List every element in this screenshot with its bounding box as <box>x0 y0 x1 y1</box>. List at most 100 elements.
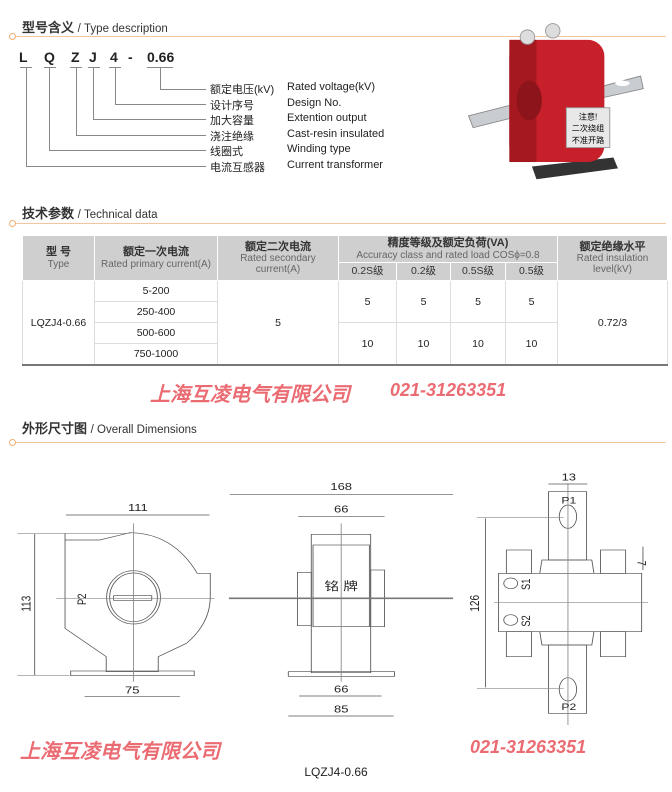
table-row: LQZJ4-0.66 5-200 5 5 5 5 5 0.72/3 <box>22 280 668 366</box>
product-photo: 注意! 二次绕组 不准开路 <box>467 23 644 180</box>
header-cn: 额定一次电流 <box>123 246 189 259</box>
title-cn: 外形尺寸图 <box>22 421 88 436</box>
code-letter: Z <box>71 49 80 65</box>
divider-dot <box>9 33 16 40</box>
header-class: 0.5S级 <box>450 262 506 281</box>
cell-load: 10 <box>338 322 397 366</box>
meaning-en: Design No. <box>287 97 342 109</box>
code-letter: 0.66 <box>147 49 175 65</box>
header-en: Type <box>47 258 70 270</box>
technical-data-title: 技术参数 / Technical data <box>22 203 158 222</box>
code-letter: - <box>128 49 133 65</box>
table-row: 250-400 <box>23 301 668 323</box>
terminal-s2: S2 <box>520 615 533 626</box>
terminal-p1: P1 <box>561 496 576 506</box>
meaning-cn: 电流互感器 <box>210 162 265 174</box>
dim-slot: 13 <box>562 472 576 483</box>
cell-primary: 750-1000 <box>94 343 218 366</box>
warning-label <box>565 107 611 148</box>
cell-primary: 250-400 <box>94 301 218 323</box>
divider-dot <box>9 220 16 227</box>
dim-base: 85 <box>334 704 348 715</box>
header-cn: 精度等级及额定负荷(VA) <box>387 237 509 250</box>
drawing-caption: LQZJ4-0.66 <box>304 765 368 779</box>
meaning-en: Rated voltage(kV) <box>287 81 376 93</box>
header-cn: 额定绝缘水平 <box>579 240 646 253</box>
header-cn: 额定二次电流 <box>245 240 311 253</box>
side-view-drawing: 168 66 66 85 铭 牌 <box>228 481 454 717</box>
header-accuracy: 精度等级及额定负荷(VA)Accuracy class and rated lo… <box>338 235 558 263</box>
header-cn: 型 号 <box>45 246 72 259</box>
cell-load: 10 <box>505 322 558 366</box>
dim-base-inner: 66 <box>334 684 348 695</box>
header-en: Rated insulation level(kV) <box>576 253 649 276</box>
code-letter: 4 <box>110 49 118 65</box>
warning-text: 不准开路 <box>572 135 605 145</box>
dimension-drawings: 111 113 75 P2 168 66 66 85 铭 牌 13 126 7 … <box>17 472 649 725</box>
divider <box>12 223 666 224</box>
meaning-cn: 加大容量 <box>210 115 254 127</box>
cell-primary: 5-200 <box>94 280 218 302</box>
divider-dot <box>9 439 16 446</box>
cell-load: 5 <box>338 280 397 323</box>
title-en: / Overall Dimensions <box>90 424 197 436</box>
divider <box>12 36 666 37</box>
meaning-en: Current transformer <box>287 159 383 171</box>
leader-line <box>49 67 206 151</box>
dimensions-title: 外形尺寸图 / Overall Dimensions <box>22 418 197 437</box>
divider <box>12 442 666 443</box>
front-view-drawing: 111 113 75 P2 <box>17 502 215 697</box>
leader-line <box>160 67 206 90</box>
terminal-label: P2 <box>76 594 89 605</box>
top-view-drawing: 13 126 7 P1 P2 S1 S2 <box>468 472 649 725</box>
meaning-en: Cast-resin insulated <box>287 128 385 140</box>
table-row: 750-1000 <box>23 343 668 366</box>
dim-total: 168 <box>330 481 352 492</box>
code-letter: L <box>19 49 28 65</box>
meaning-en: Extention output <box>287 112 367 124</box>
header-class: 0.2级 <box>396 262 451 281</box>
cell-primary: 500-600 <box>94 322 218 344</box>
code-letter: Q <box>44 49 55 65</box>
cell-type: LQZJ4-0.66 <box>22 280 95 366</box>
title-cn: 技术参数 <box>22 206 75 221</box>
meaning-cn: 设计序号 <box>210 100 254 112</box>
header-class: 0.5级 <box>505 262 558 281</box>
dim-top: 66 <box>334 504 348 515</box>
code-letter: J <box>89 49 97 65</box>
title-en: / Type description <box>77 23 168 35</box>
watermark-company: 上海互凌电气有限公司 <box>150 384 350 406</box>
title-cn: 型号含义 <box>22 20 75 35</box>
dim-base: 75 <box>125 685 139 696</box>
dim-height: 113 <box>19 596 34 612</box>
dim-height: 126 <box>468 595 483 612</box>
leader-line <box>93 67 206 120</box>
header-en: Rated primary current(A) <box>100 258 212 270</box>
title-en: / Technical data <box>77 209 158 221</box>
leader-line <box>115 67 206 105</box>
watermark-phone: 021-31263351 <box>390 380 507 400</box>
meaning-cn: 额定电压(kV) <box>210 84 275 96</box>
dim-width: 111 <box>128 502 148 513</box>
underline <box>88 67 100 68</box>
meaning-cn: 浇注绝缘 <box>210 131 254 143</box>
cell-insulation: 0.72/3 <box>557 280 668 366</box>
warning-text: 二次绕组 <box>572 123 605 133</box>
cell-load: 10 <box>396 322 451 366</box>
cell-secondary: 5 <box>217 280 339 366</box>
header-en: Rated secondary current(A) <box>240 253 316 276</box>
type-description-title: 型号含义 / Type description <box>22 17 168 36</box>
dim-hole: 7 <box>634 561 647 566</box>
terminal-p2: P2 <box>561 702 576 712</box>
cell-load: 10 <box>450 322 506 366</box>
leader-line <box>76 67 206 136</box>
nameplate-label: 铭 牌 <box>324 579 358 593</box>
cell-load: 5 <box>450 280 506 323</box>
cell-load: 5 <box>505 280 558 323</box>
meaning-en: Winding type <box>287 143 351 155</box>
